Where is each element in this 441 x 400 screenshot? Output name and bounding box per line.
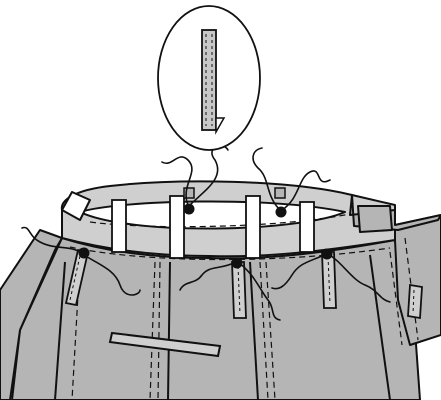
waistband-right-tab-top bbox=[358, 206, 392, 232]
belt-loop-strip-2 bbox=[170, 196, 184, 258]
pin-2 bbox=[276, 207, 287, 218]
pin-5 bbox=[322, 249, 333, 260]
callout bbox=[158, 6, 260, 150]
pin-1 bbox=[184, 204, 195, 215]
belt-loop-strip-3 bbox=[246, 196, 260, 258]
callout-loop-strip bbox=[202, 30, 216, 130]
pin-3 bbox=[79, 248, 90, 259]
belt-loop-strip-4 bbox=[300, 202, 314, 252]
pin-4 bbox=[232, 258, 243, 269]
loop-tab-2 bbox=[275, 188, 285, 198]
belt-loop-far-right bbox=[408, 285, 422, 318]
belt-loop-strip-1 bbox=[112, 200, 126, 252]
